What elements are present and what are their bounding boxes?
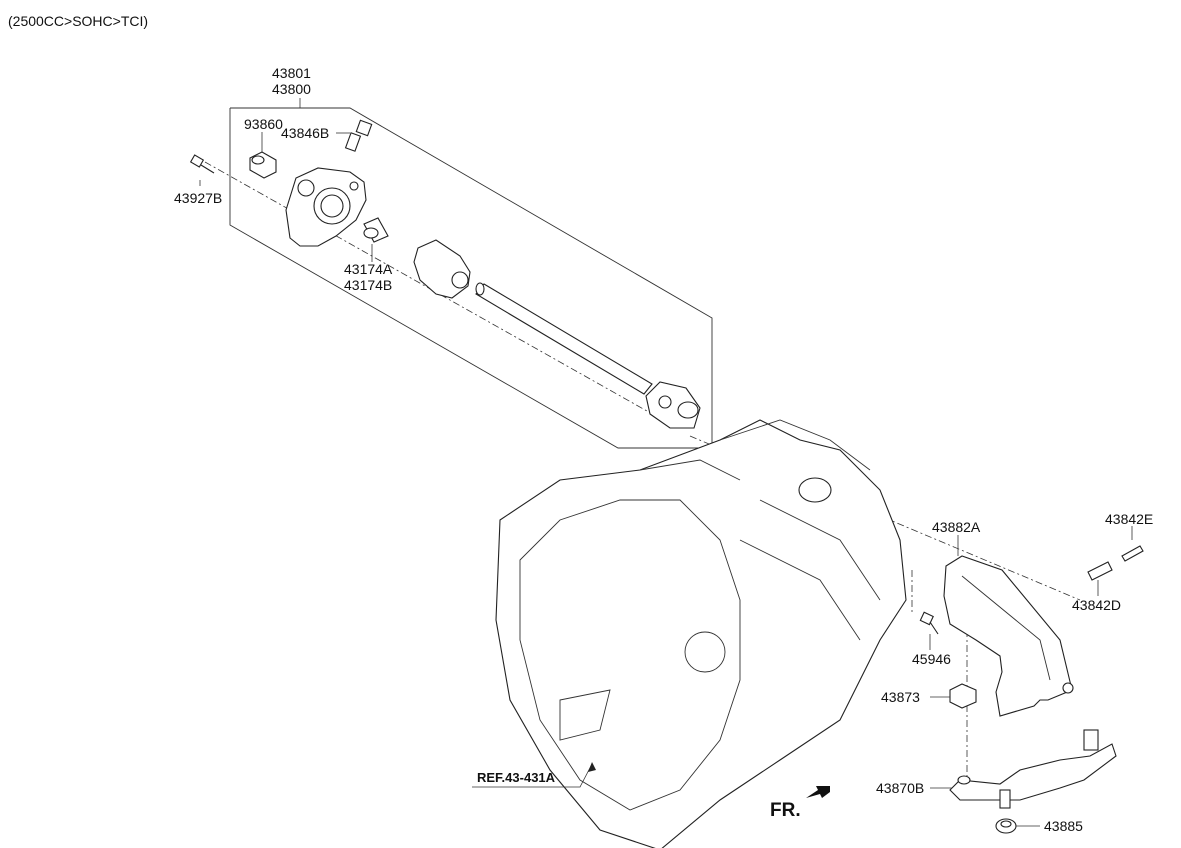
shift-cover-housing — [285, 167, 367, 247]
assembly-boundary — [229, 107, 713, 449]
bolt-43927b — [189, 154, 215, 174]
label-43927b: 43927B — [174, 190, 222, 206]
label-45946: 45946 — [912, 651, 951, 667]
shift-head-block — [413, 239, 471, 299]
variant-header: (2500CC>SOHC>TCI) — [8, 13, 148, 29]
pin-43842d — [1087, 561, 1113, 581]
label-43842d: 43842D — [1072, 597, 1121, 613]
label-43174a: 43174A — [344, 261, 393, 277]
label-43846b: 43846B — [281, 125, 329, 141]
shift-shaft-rod — [475, 282, 653, 395]
sensor-93860 — [249, 151, 277, 179]
label-43801: 43801 — [272, 65, 311, 81]
front-arrow-icon — [806, 786, 830, 798]
label-43800: 43800 — [272, 81, 311, 97]
leader-ref — [472, 763, 593, 788]
transmission-case — [495, 419, 907, 848]
label-43842e: 43842E — [1105, 511, 1153, 527]
nut-43885 — [995, 818, 1017, 834]
reference-label: REF.43-431A — [477, 770, 556, 785]
lever-43870b — [949, 729, 1117, 809]
front-direction-label: FR. — [770, 800, 801, 821]
bolt-45946 — [919, 611, 939, 635]
label-43870b: 43870B — [876, 780, 924, 796]
clip-43873 — [949, 683, 977, 709]
label-43873: 43873 — [881, 689, 920, 705]
bracket-43882a — [943, 555, 1074, 717]
shift-finger — [645, 381, 701, 429]
label-93860: 93860 — [244, 116, 283, 132]
label-43882a: 43882A — [932, 519, 981, 535]
pin-43842e — [1121, 545, 1144, 562]
switch-43846b — [344, 119, 373, 152]
ref-arrowhead — [588, 762, 596, 772]
bushing-43174 — [363, 217, 389, 243]
label-43174b: 43174B — [344, 277, 392, 293]
label-43885: 43885 — [1044, 818, 1083, 834]
